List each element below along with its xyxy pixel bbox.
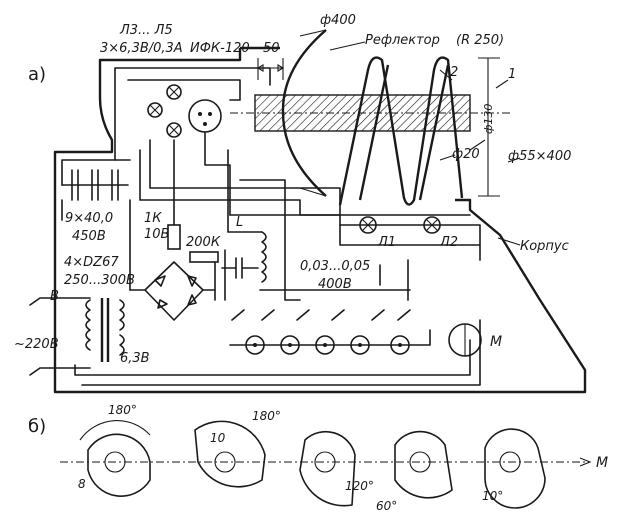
label-caps: 9×40,0 [65, 211, 113, 226]
transformer [85, 298, 125, 362]
mains-terminals [29, 297, 91, 376]
label-cam-10deg: 10° [482, 489, 503, 503]
label-lamp-l1: Л1 [377, 235, 396, 250]
leader-lines [329, 41, 521, 246]
motor [448, 323, 482, 357]
label-cap-value: 0,03...0,05 [300, 259, 370, 274]
label-cam-180b: 180° [252, 409, 281, 423]
label-axis-m: М [596, 455, 608, 471]
label-resistor-200k: 200К [186, 235, 221, 250]
capacitor-small [221, 257, 259, 279]
label-reflector: Рефлектор [365, 33, 440, 48]
label-dia-130: ф130 [482, 104, 495, 134]
dimension-130 [230, 57, 510, 197]
label-cap-value-v: 400В [318, 277, 352, 292]
label-diodes: 4×DZ67 [64, 255, 119, 270]
label-radius: (R 250) [456, 33, 504, 48]
label-part-b: б) [28, 416, 46, 437]
label-gap-50: 50 [263, 41, 280, 56]
label-lamps-spec: 3×6,3В/0,3А [100, 41, 183, 56]
wiring [61, 67, 481, 386]
label-cam-8: 8 [78, 477, 86, 491]
label-diodes-v: 250...300В [64, 273, 135, 288]
label-resistor-1k: 1К [144, 211, 162, 226]
label-housing: Корпус [520, 239, 569, 254]
label-inductor-l: L [236, 215, 243, 230]
ifk-lamp-symbol [188, 99, 222, 133]
label-caps-v: 450В [72, 229, 106, 244]
label-lamps-ref: Л3... Л5 [119, 23, 173, 38]
lamp-l1 [359, 216, 377, 234]
resistor-200k [189, 251, 219, 263]
label-cam-60: 60° [376, 499, 397, 513]
label-terminal-b: В [50, 289, 59, 304]
label-mains: ~220В [14, 337, 59, 352]
label-cam-180a: 180° [108, 403, 137, 417]
cam-switches [231, 309, 411, 355]
label-callout-1: 1 [508, 67, 516, 82]
cam-profiles [60, 420, 592, 509]
label-lamp-l2: Л2 [439, 235, 458, 250]
label-dia-20: ф20 [452, 147, 480, 162]
housing-outline [53, 46, 587, 394]
indicator-lamps-l3-l5 [147, 84, 182, 138]
resistor-1k [167, 224, 181, 250]
inductor-l [261, 231, 267, 283]
label-cam-10: 10 [210, 431, 226, 445]
label-ifk-lamp: ИФК-120 [190, 41, 250, 56]
label-motor: М [490, 334, 502, 350]
capacitor-bank [61, 159, 131, 201]
lamp-l2 [423, 216, 441, 234]
label-resistor-1k-v: 10В [144, 227, 170, 242]
diode-bridge [129, 261, 216, 321]
label-tube: ф55×400 [508, 149, 571, 164]
label-tap-63: 6,3В [120, 351, 150, 366]
label-part-a: а) [28, 64, 46, 85]
label-cam-120: 120° [345, 479, 374, 493]
label-callout-2: 2 [450, 65, 458, 80]
label-dia-400: ф400 [320, 13, 356, 28]
spiral-flash-lamp [338, 56, 464, 206]
